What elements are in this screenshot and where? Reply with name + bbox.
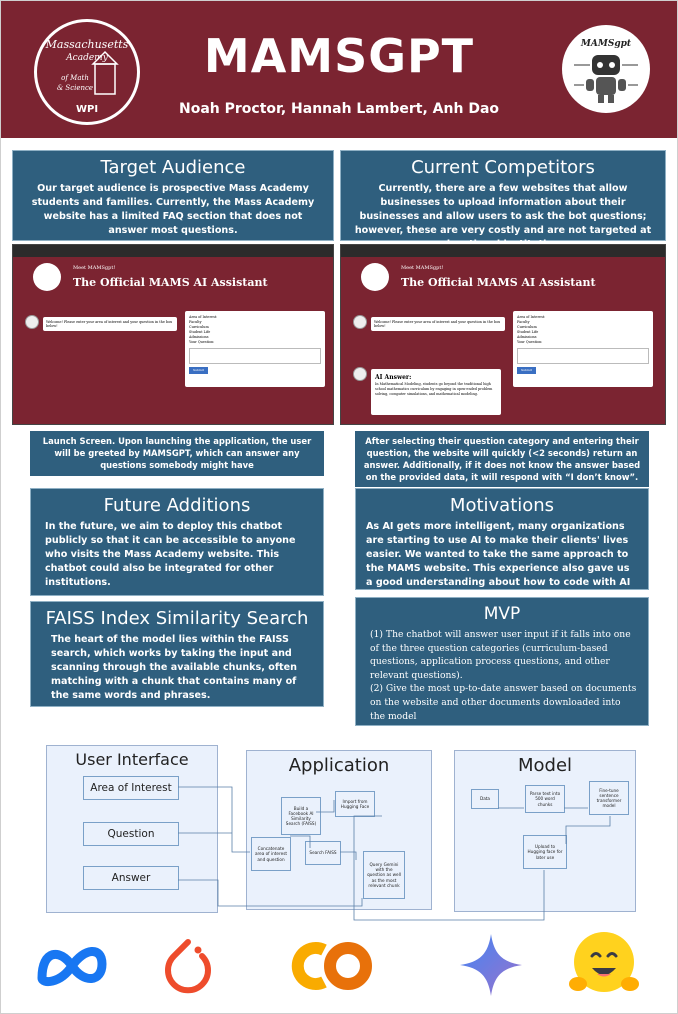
faiss-panel: FAISS Index Similarity Search The heart … [30, 601, 324, 707]
app-diagram-title: Application [288, 755, 390, 776]
answer-screen-caption: After selecting their question category … [355, 431, 649, 487]
motivations-text: As AI gets more intelligent, many organi… [366, 521, 631, 602]
app-node-import-hf: Import from Hugging Face [335, 791, 375, 817]
meta-icon [37, 947, 107, 987]
model-diagram: Model Data Parse text into 500 word chun… [454, 750, 636, 912]
question-form: Area of Interest: Faculty Curriculum Stu… [513, 311, 653, 387]
app-heading: The Official MAMS AI Assistant [73, 276, 268, 289]
app-heading: The Official MAMS AI Assistant [401, 276, 596, 289]
question-label: Your Question: [517, 340, 543, 344]
question-form: Area of Interest: Faculty Curriculum Stu… [185, 311, 325, 387]
mvp-panel: MVP (1) The chatbot will answer user inp… [355, 597, 649, 726]
option-admissions[interactable]: Admissions [517, 335, 537, 339]
app-seal-icon [33, 263, 61, 291]
poster-authors: Noah Proctor, Hannah Lambert, Anh Dao [178, 101, 500, 117]
option-admissions[interactable]: Admissions [189, 335, 209, 339]
ui-diagram-title: User Interface [75, 750, 189, 769]
ui-node-answer: Answer [83, 866, 179, 890]
svg-text:Massachusetts: Massachusetts [45, 38, 129, 51]
svg-text:Academy: Academy [65, 53, 109, 63]
option-faculty[interactable]: Faculty [189, 320, 202, 324]
motivations-panel: Motivations As AI gets more intelligent,… [355, 488, 649, 602]
area-label: Area of Interest: [517, 315, 546, 319]
target-audience-title: Target Audience [100, 157, 246, 178]
app-meet-text: Meet MAMSgpt! [73, 265, 116, 271]
model-node-data: Data [471, 789, 499, 809]
browser-toolbar [13, 245, 333, 257]
faiss-title: FAISS Index Similarity Search [45, 608, 309, 629]
launch-screen-screenshot: Meet MAMSgpt! The Official MAMS AI Assis… [12, 244, 334, 425]
mvp-item-1: (1) The chatbot will answer user input i… [370, 629, 631, 681]
ai-answer-text: In Mathematical Modeling, students go be… [375, 382, 493, 396]
option-curriculum[interactable]: Curriculum [517, 325, 537, 329]
option-faculty[interactable]: Faculty [517, 320, 530, 324]
current-competitors-panel: Current Competitors Currently, there are… [340, 150, 666, 250]
mvp-item-2: (2) Give the most up-to-date answer base… [370, 683, 637, 722]
option-curriculum[interactable]: Curriculum [189, 325, 209, 329]
model-node-finetune: Fine-tune sentence transformer model [589, 781, 629, 815]
bot-avatar-icon [353, 367, 367, 381]
svg-text:WPI: WPI [76, 104, 98, 115]
poster-header: Massachusetts Academy of Math & Science … [1, 1, 677, 138]
faiss-text: The heart of the model lies within the F… [51, 634, 297, 701]
poster-title: MAMSGPT [203, 29, 475, 83]
submit-button[interactable]: Submit [189, 367, 208, 374]
current-competitors-title: Current Competitors [411, 157, 595, 178]
browser-toolbar [341, 245, 665, 257]
user-interface-diagram: User Interface Area of Interest Question… [46, 745, 218, 913]
model-node-parse: Parse text into 500 word chunks [525, 785, 565, 813]
ui-node-question: Question [83, 822, 179, 846]
future-additions-title: Future Additions [103, 495, 251, 516]
welcome-bubble: Welcome! Please enter your area of inter… [43, 317, 177, 331]
bot-avatar-icon [353, 315, 367, 329]
app-seal-icon [361, 263, 389, 291]
ai-answer-title: AI Answer: [375, 374, 412, 381]
mamsgpt-logo-text: MAMSgpt [580, 39, 632, 49]
target-audience-panel: Target Audience Our target audience is p… [12, 150, 334, 241]
app-header: Meet MAMSgpt! The Official MAMS AI Assis… [25, 263, 321, 299]
target-audience-text: Our target audience is prospective Mass … [31, 183, 315, 236]
future-additions-text: In the future, we aim to deploy this cha… [45, 521, 296, 588]
option-student-life[interactable]: Student Life [517, 330, 539, 334]
question-label: Your Question: [189, 340, 215, 344]
question-textarea[interactable] [517, 348, 649, 364]
colab-icon [291, 942, 372, 990]
model-node-upload: Upload to Hugging face for later use [523, 835, 567, 869]
answer-screen-screenshot: Meet MAMSgpt! The Official MAMS AI Assis… [340, 244, 666, 425]
app-node-build-faiss: Build a Facebook AI Similarity Search (F… [281, 797, 321, 835]
svg-text:of Math: of Math [61, 74, 89, 82]
mams-seal-logo: Massachusetts Academy of Math & Science … [34, 19, 140, 125]
ui-node-area: Area of Interest [83, 776, 179, 800]
gemini-icon [460, 934, 522, 996]
application-diagram: Application Build a Facebook AI Similari… [246, 750, 432, 910]
welcome-bubble: Welcome! Please enter your area of inter… [371, 317, 505, 331]
app-node-concatenate: Concatenate area of interest and questio… [251, 837, 291, 871]
model-diagram-title: Model [517, 755, 573, 776]
hugging-face-icon [569, 932, 639, 992]
motivations-title: Motivations [449, 495, 555, 516]
app-node-query-gemini: Query Gemini with the question as well a… [363, 851, 405, 899]
app-node-search-faiss: Search FAISS [305, 841, 341, 865]
mvp-title: MVP [483, 604, 521, 624]
option-student-life[interactable]: Student Life [189, 330, 211, 334]
svg-text:& Science: & Science [57, 84, 93, 92]
bot-avatar-icon [25, 315, 39, 329]
future-additions-panel: Future Additions In the future, we aim t… [30, 488, 324, 596]
area-label: Area of Interest: [189, 315, 218, 319]
question-textarea[interactable] [189, 348, 321, 364]
mamsgpt-robot-logo: MAMSgpt [562, 25, 650, 113]
ai-answer-panel: AI Answer: In Mathematical Modeling, stu… [371, 369, 501, 415]
launch-screen-caption: Launch Screen. Upon launching the applic… [30, 431, 324, 476]
pytorch-icon [165, 939, 211, 994]
app-meet-text: Meet MAMSgpt! [401, 265, 444, 271]
submit-button[interactable]: Submit [517, 367, 536, 374]
app-header: Meet MAMSgpt! The Official MAMS AI Assis… [353, 263, 653, 299]
current-competitors-text: Currently, there are a few websites that… [354, 183, 652, 250]
